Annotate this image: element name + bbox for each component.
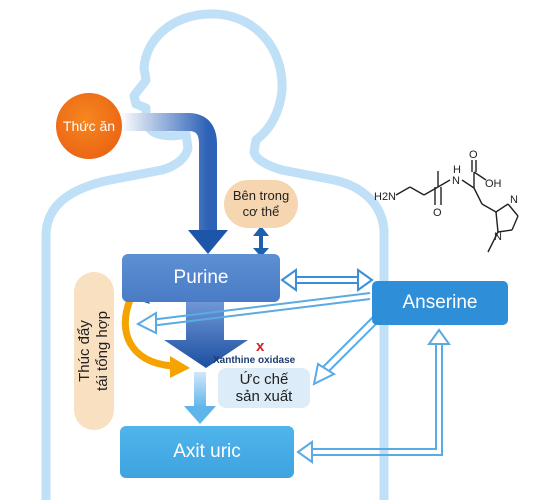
anserine-to-promote-arrow	[135, 292, 371, 335]
inside-body-line1: Bên trong	[232, 188, 290, 203]
promote-line2: tái tổng hợp	[94, 311, 111, 391]
purine-anserine-double-arrow	[280, 268, 374, 292]
light-down-arrow-head	[184, 406, 216, 424]
uric-acid-node: Axit uric	[120, 426, 294, 478]
inside-body-arrow-down	[253, 248, 269, 257]
purine-node: Purine	[122, 254, 280, 302]
uric-to-anserine-arrow	[296, 328, 451, 464]
cycle-arrow-icon	[121, 298, 173, 370]
human-silhouette-icon	[41, 9, 389, 500]
promote-resynthesis-node	[74, 272, 114, 430]
anserine-node: Anserine	[372, 281, 508, 325]
inhibit-x-mark: x	[256, 338, 265, 355]
food-intake-arrow	[120, 113, 217, 234]
inside-body-arrow-up	[253, 226, 269, 236]
promote-line1: Thúc đẩy	[76, 320, 93, 382]
xanthine-oxidase-label: Xanthine oxidase	[213, 355, 296, 366]
promote-resynthesis-label: Thúc đẩy tái tổng hợp	[74, 276, 114, 426]
inhibit-line1: Ức chế	[239, 371, 289, 388]
light-down-arrow-shaft	[194, 372, 206, 408]
cycle-arrowhead	[170, 356, 190, 378]
food-intake-arrowhead	[188, 230, 228, 254]
food-node: Thức ăn	[56, 93, 122, 159]
purine-to-uric-arrow	[164, 302, 248, 368]
inhibit-production-node: Ức chế sản xuất	[218, 368, 310, 408]
inside-body-node: Bên trong cơ thể	[224, 180, 298, 228]
inhibit-line2: sản xuất	[235, 388, 293, 405]
anserine-molecule-icon	[395, 160, 519, 253]
inside-body-line2: cơ thể	[242, 204, 280, 219]
